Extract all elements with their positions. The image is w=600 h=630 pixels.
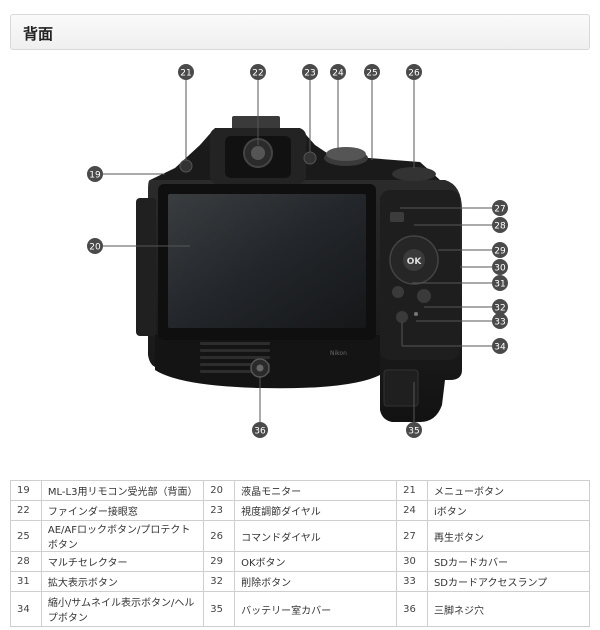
part-number: 28 — [10, 551, 42, 572]
part-number: 25 — [10, 520, 42, 552]
callout-24: 24 — [330, 64, 346, 80]
svg-text:30: 30 — [494, 264, 506, 274]
callout-34: 34 — [492, 338, 508, 354]
table-row: 25 AE/AFロックボタン/プロテクトボタン 26 コマンドダイヤル 27 再… — [10, 520, 591, 552]
part-label: iボタン — [426, 500, 591, 521]
top-dials — [179, 147, 436, 181]
part-number: 35 — [203, 591, 236, 627]
part-number: 21 — [396, 480, 428, 501]
callout-32: 32 — [492, 299, 508, 315]
svg-text:29: 29 — [494, 247, 506, 257]
callout-22: 22 — [250, 64, 266, 80]
callout-35: 35 — [406, 422, 422, 438]
part-number: 20 — [203, 480, 236, 501]
camera-logo: Nikon — [330, 350, 347, 357]
table-row: 31 拡大表示ボタン 32 削除ボタン 33 SDカードアクセスランプ — [10, 571, 591, 592]
part-label: 再生ボタン — [426, 520, 591, 552]
table-row: 22 ファインダー接眼窓 23 視度調節ダイヤル 24 iボタン — [10, 500, 591, 521]
part-label: ファインダー接眼窓 — [40, 500, 205, 521]
part-number: 30 — [396, 551, 428, 572]
part-label: マルチセレクター — [40, 551, 205, 572]
table-row: 34 縮小/サムネイル表示ボタン/ヘルプボタン 35 バッテリー室カバー 36 … — [10, 591, 591, 627]
part-label: SDカードアクセスランプ — [426, 571, 591, 592]
part-number: 27 — [396, 520, 428, 552]
part-label: バッテリー室カバー — [234, 591, 398, 627]
callout-25: 25 — [364, 64, 380, 80]
callout-29: 29 — [492, 242, 508, 258]
callout-20: 20 — [87, 238, 103, 254]
callout-27: 27 — [492, 200, 508, 216]
part-label: 縮小/サムネイル表示ボタン/ヘルプボタン — [40, 591, 205, 627]
part-number: 33 — [396, 571, 428, 592]
part-number: 26 — [203, 520, 236, 552]
section-title: 背面 — [23, 25, 54, 43]
svg-text:26: 26 — [408, 69, 420, 79]
table-row: 28 マルチセレクター 29 OKボタン 30 SDカードカバー — [10, 551, 591, 572]
part-label: 三脚ネジ穴 — [426, 591, 591, 627]
part-label: ML-L3用リモコン受光部（背面） — [40, 480, 205, 501]
part-label: SDカードカバー — [426, 551, 591, 572]
svg-text:20: 20 — [89, 243, 101, 253]
part-label: 視度調節ダイヤル — [234, 500, 398, 521]
svg-text:21: 21 — [180, 69, 191, 79]
part-number: 22 — [10, 500, 42, 521]
part-label: AE/AFロックボタン/プロテクトボタン — [40, 520, 205, 552]
part-label: 拡大表示ボタン — [40, 571, 205, 592]
right-controls: OK — [380, 190, 460, 407]
callout-31: 31 — [492, 275, 508, 291]
part-number: 19 — [10, 480, 42, 501]
callout-30: 30 — [492, 259, 508, 275]
tripod-socket — [250, 358, 270, 378]
part-number: 34 — [10, 591, 42, 627]
leader-lines — [103, 79, 492, 428]
svg-text:23: 23 — [304, 69, 315, 79]
part-label: コマンドダイヤル — [234, 520, 398, 552]
callout-28: 28 — [492, 217, 508, 233]
callout-33: 33 — [492, 313, 508, 329]
callout-36: 36 — [252, 422, 268, 438]
svg-text:31: 31 — [494, 280, 505, 290]
svg-text:24: 24 — [332, 69, 344, 79]
camera-back-figure: Nikon — [0, 50, 600, 460]
ok-button-label: OK — [407, 257, 423, 267]
svg-text:19: 19 — [89, 171, 101, 181]
part-number: 32 — [203, 571, 236, 592]
part-label: 液晶モニター — [234, 480, 398, 501]
callout-23: 23 — [302, 64, 318, 80]
section-header: 背面 — [10, 14, 590, 50]
svg-text:35: 35 — [408, 427, 419, 437]
part-number: 36 — [396, 591, 428, 627]
svg-text:28: 28 — [494, 222, 506, 232]
camera-illustration: Nikon — [87, 64, 508, 438]
svg-text:34: 34 — [494, 343, 506, 353]
svg-text:25: 25 — [366, 69, 377, 79]
svg-text:32: 32 — [494, 304, 505, 314]
callout-26: 26 — [406, 64, 422, 80]
part-number: 31 — [10, 571, 42, 592]
part-label: 削除ボタン — [234, 571, 398, 592]
part-number: 24 — [396, 500, 428, 521]
part-number: 29 — [203, 551, 236, 572]
parts-legend-table: 19 ML-L3用リモコン受光部（背面） 20 液晶モニター 21 メニューボタ… — [10, 480, 591, 627]
part-number: 23 — [203, 500, 236, 521]
viewfinder-eyepiece — [210, 128, 306, 184]
part-label: OKボタン — [234, 551, 398, 572]
svg-text:27: 27 — [494, 205, 505, 215]
svg-text:36: 36 — [254, 427, 266, 437]
callout-badges: 21 22 23 24 25 26 19 20 27 28 29 30 31 3… — [87, 64, 508, 438]
lcd-monitor — [158, 184, 376, 340]
callout-19: 19 — [87, 166, 103, 182]
part-label: メニューボタン — [426, 480, 591, 501]
svg-text:22: 22 — [252, 69, 263, 79]
svg-text:33: 33 — [494, 318, 505, 328]
callout-21: 21 — [178, 64, 194, 80]
table-row: 19 ML-L3用リモコン受光部（背面） 20 液晶モニター 21 メニューボタ… — [10, 480, 591, 501]
